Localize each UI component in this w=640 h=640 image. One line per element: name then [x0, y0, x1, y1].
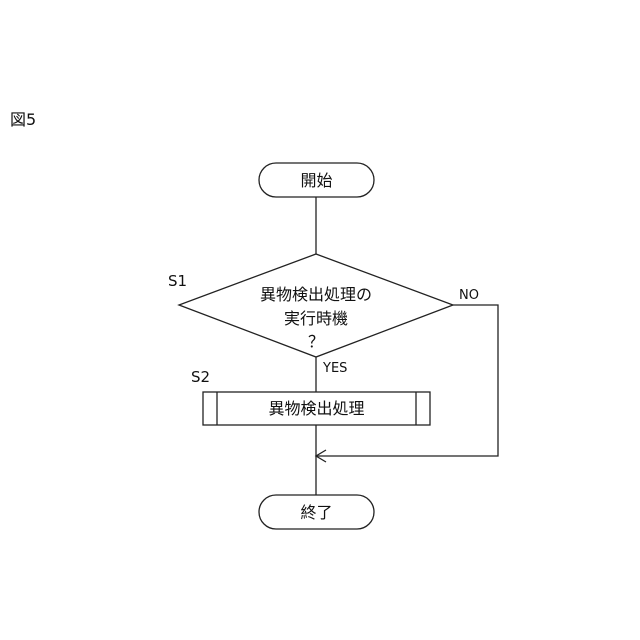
decision-line-1: 異物検出処理の	[260, 285, 372, 304]
decision-diamond: 異物検出処理の 実行時機 ？	[179, 254, 453, 357]
process-label: 異物検出処理	[268, 399, 364, 418]
yes-label: YES	[322, 361, 347, 376]
start-label: 開始	[300, 171, 332, 190]
no-label: NO	[459, 288, 479, 303]
step-label-s2: S2	[191, 368, 210, 386]
decision-line-3: ？	[308, 332, 324, 351]
end-label: 終了	[300, 503, 332, 522]
start-terminal: 開始	[259, 163, 374, 197]
end-terminal: 終了	[259, 495, 374, 529]
step-label-s1: S1	[168, 272, 187, 290]
decision-line-2: 実行時機	[284, 309, 348, 328]
process-box: 異物検出処理	[203, 392, 430, 425]
